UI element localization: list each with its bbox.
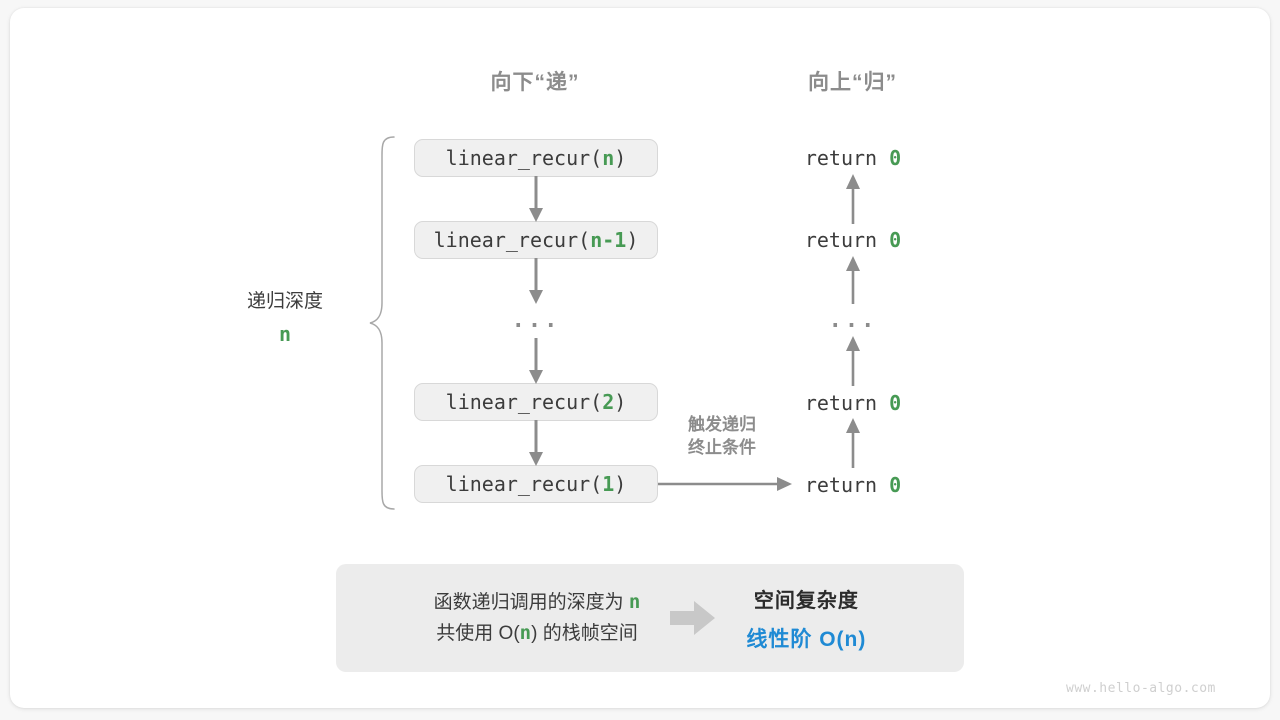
summary-complexity: 空间复杂度 线性阶 O(n) xyxy=(746,584,866,653)
call-box-2-arg: 2 xyxy=(602,390,615,414)
up-arrow-3-icon xyxy=(846,418,860,468)
return-line-0-text: return xyxy=(804,146,890,170)
diagram-card: 向下“递” 向上“归” 递归深度 n linear_recur(n) linea… xyxy=(10,8,1270,708)
summary-line-2-text-a: 共使用 O( xyxy=(436,623,520,644)
return-line-0-value: 0 xyxy=(889,146,902,170)
return-line-3-value: 0 xyxy=(889,473,902,497)
call-box-0-name: linear_recur( xyxy=(445,146,603,170)
return-chain-ellipsis: ... xyxy=(828,308,878,333)
call-chain-ellipsis: ... xyxy=(511,308,561,333)
down-arrow-1-icon xyxy=(529,258,543,304)
summary-line-1-text: 函数递归调用的深度为 xyxy=(433,591,629,613)
down-arrow-3-icon xyxy=(529,420,543,466)
summary-line-2: 共使用 O(n) 的栈帧空间 xyxy=(434,618,641,649)
base-case-note-line2: 终止条件 xyxy=(688,437,756,457)
call-box-2-name: linear_recur( xyxy=(445,390,603,414)
right-arrow-icon xyxy=(670,601,716,635)
call-box-1: linear_recur(n-1) xyxy=(414,221,658,259)
watermark: www.hello-algo.com xyxy=(1066,681,1216,696)
base-case-note: 触发递归 终止条件 xyxy=(655,414,789,460)
summary-line-1-n: n xyxy=(628,590,641,613)
call-box-1-arg: n-1 xyxy=(590,228,627,252)
summary-line-2-n: n xyxy=(519,622,532,644)
up-arrow-0-icon xyxy=(846,174,860,224)
recursion-depth-value: n xyxy=(278,322,292,346)
up-arrow-2-icon xyxy=(846,336,860,386)
summary-complexity-value: 线性阶 O(n) xyxy=(746,627,867,651)
call-box-3-close: ) xyxy=(614,472,627,496)
down-arrow-2-icon xyxy=(529,338,543,384)
call-box-2-close: ) xyxy=(614,390,627,414)
call-box-0-close: ) xyxy=(614,146,627,170)
column-header-recursion-down: 向下“递” xyxy=(490,71,580,94)
return-line-2-value: 0 xyxy=(889,391,902,415)
return-line-1-value: 0 xyxy=(889,228,902,252)
return-line-2: return 0 xyxy=(763,391,943,415)
down-arrow-0-icon xyxy=(529,176,543,222)
call-box-3-name: linear_recur( xyxy=(445,472,603,496)
call-box-0: linear_recur(n) xyxy=(414,139,658,177)
base-case-note-line1: 触发递归 xyxy=(688,415,756,434)
recursion-depth-label: 递归深度 n xyxy=(205,286,365,346)
column-header-recursion-up: 向上“归” xyxy=(808,71,897,94)
depth-brace-icon xyxy=(369,136,395,510)
call-box-2: linear_recur(2) xyxy=(414,383,658,421)
return-line-3: return 0 xyxy=(763,473,943,497)
summary-line-1: 函数递归调用的深度为 n xyxy=(434,587,641,618)
return-line-0: return 0 xyxy=(763,146,943,170)
call-box-3-arg: 1 xyxy=(602,472,615,496)
call-box-1-name: linear_recur( xyxy=(433,228,591,252)
base-case-arrow-icon xyxy=(658,477,792,491)
summary-description: 函数递归调用的深度为 n 共使用 O(n) 的栈帧空间 xyxy=(434,587,641,650)
up-arrow-1-icon xyxy=(846,256,860,304)
return-line-1: return 0 xyxy=(763,228,943,252)
return-line-1-text: return xyxy=(804,228,890,252)
return-line-3-text: return xyxy=(804,473,890,497)
call-box-0-arg: n xyxy=(602,146,615,170)
call-box-1-close: ) xyxy=(626,228,639,252)
summary-line-2-text-b: ) 的栈帧空间 xyxy=(531,623,638,644)
recursion-depth-text: 递归深度 xyxy=(246,291,323,312)
summary-complexity-title: 空间复杂度 xyxy=(753,589,859,612)
return-line-2-text: return xyxy=(804,391,890,415)
summary-box: 函数递归调用的深度为 n 共使用 O(n) 的栈帧空间 空间复杂度 线性阶 O(… xyxy=(336,564,964,672)
call-box-3: linear_recur(1) xyxy=(414,465,658,503)
